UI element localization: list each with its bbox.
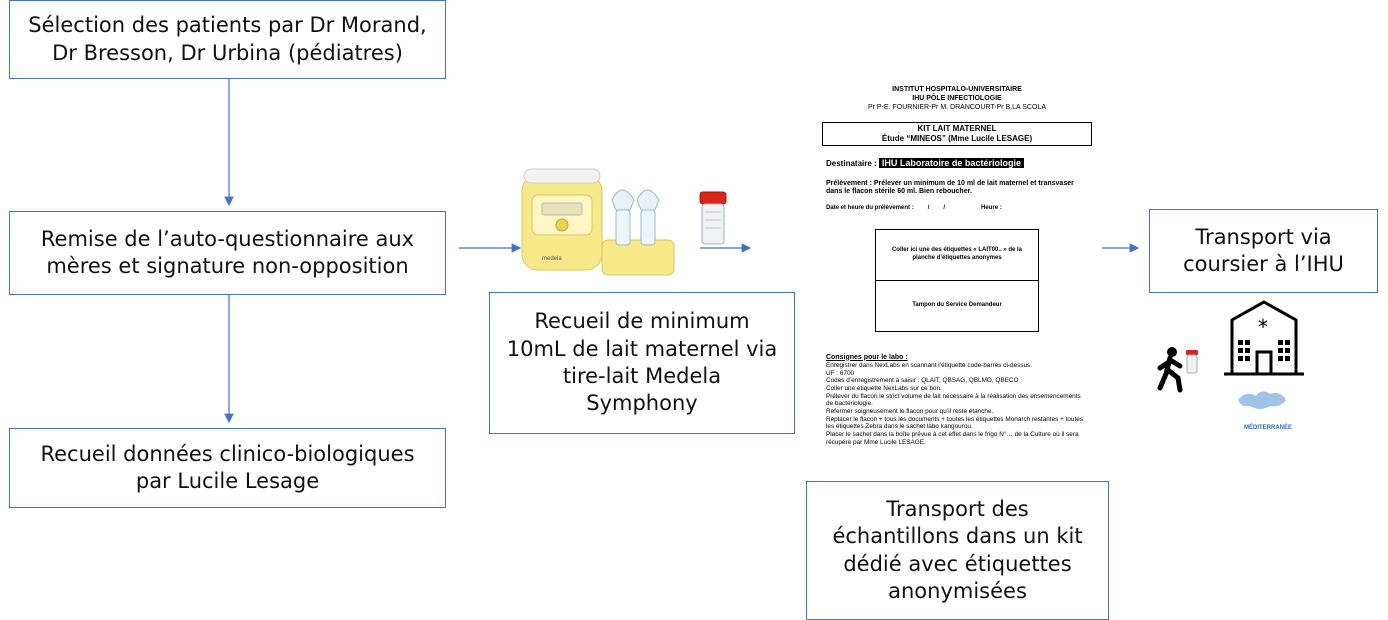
doc-stamp-cell: Tampon du Service Demandeur: [912, 301, 1002, 308]
doc-institute: INSTITUT HOSPITALO-UNIVERSITAIRE: [892, 86, 1022, 93]
doc-destinataire: Destinataire : IHU Laboratoire de bactér…: [826, 158, 1088, 169]
lab-kit-document: INSTITUT HOSPITALO-UNIVERSITAIRE IHU PÔL…: [812, 86, 1102, 456]
doc-consigne-line: Replacer le flacon + tous les documents …: [826, 415, 1084, 431]
svg-text:*: *: [1258, 315, 1268, 339]
box-selection-patients: Sélection des patients par Dr Morand, Dr…: [9, 0, 446, 79]
box-remise-text: Remise de l’auto-questionnaire aux mères…: [40, 226, 415, 278]
doc-date-sep-2: /: [943, 205, 946, 211]
doc-prelevement: Prélèvement : Prélever un minimum de 10 …: [826, 179, 1074, 196]
doc-kit-study: Étude “MINEOS” (Mme Lucile LESAGE): [881, 134, 1033, 144]
walking-person-icon: [1157, 347, 1198, 393]
doc-kit-title-box: KIT LAIT MATERNEL Étude “MINEOS” (Mme Lu…: [822, 122, 1092, 147]
doc-label-cell: Coller ici une des étiquettes « LAIT00..…: [876, 230, 1038, 281]
doc-consigne-line: Placer le sachet dans la boîte prévue à …: [826, 431, 1079, 446]
doc-dest-label: Destinataire :: [826, 159, 877, 169]
hospital-building-icon: *: [1224, 300, 1304, 376]
doc-consignes-title: Consignes pour le labo :: [826, 353, 908, 361]
box-recueil-lait-text: Recueil de minimum 10mL de lait maternel…: [506, 309, 778, 416]
box-transport-ihu: Transport via coursier à l’IHU: [1149, 209, 1378, 293]
ihu-mediterranee-logo: [1238, 391, 1286, 409]
doc-date-label: Date et heure du prélèvement :: [826, 205, 914, 211]
doc-pole: IHU PÔLE INFECTIOLOGIE: [912, 94, 1002, 102]
box-recueil-donnees: Recueil données clinico-biologiques par …: [9, 428, 446, 508]
doc-consigne-line: Refermer soigneusement le flacon pour qu…: [826, 408, 994, 416]
sample-jar-icon: [699, 191, 727, 245]
doc-consignes: Consignes pour le labo : Enregistrer dan…: [826, 354, 1088, 447]
doc-date-line: Date et heure du prélèvement : / / Heure…: [826, 205, 1088, 213]
box-transport-kit-text: Transport des échantillons dans un kit d…: [832, 496, 1083, 603]
box-transport-ihu-text: Transport via coursier à l’IHU: [1183, 224, 1344, 276]
doc-label-table: Coller ici une des étiquettes « LAIT00..…: [875, 228, 1039, 332]
box-selection-text: Sélection des patients par Dr Morand, Dr…: [28, 13, 427, 65]
doc-date-sep-1: /: [927, 205, 930, 211]
box-remise-questionnaire: Remise de l’auto-questionnaire aux mères…: [9, 211, 446, 295]
breast-pump-image: medela: [521, 168, 675, 276]
box-transport-kit: Transport des échantillons dans un kit d…: [806, 481, 1109, 620]
doc-consigne-line: Codes d’enregistrement à saisir : QLAIT,…: [826, 377, 1019, 385]
box-recueil-donnees-text: Recueil données clinico-biologiques par …: [40, 441, 415, 493]
doc-consigne-line: Coller une étiquette NexLabs sur ce bon.: [826, 384, 942, 392]
doc-consigne-line: Prélever du flacon le strict volume de l…: [826, 392, 1081, 408]
pump-brand-label: medela: [542, 256, 562, 262]
doc-header: INSTITUT HOSPITALO-UNIVERSITAIRE IHU PÔL…: [812, 86, 1102, 112]
doc-dest-value: IHU Laboratoire de bactériologie: [878, 158, 1024, 169]
box-recueil-lait: Recueil de minimum 10mL de lait maternel…: [489, 292, 795, 434]
doc-kit-title: KIT LAIT MATERNEL: [917, 124, 997, 134]
doc-consigne-line: UF : 6700: [826, 369, 855, 377]
doc-consigne-line: Enregistrer dans NexLabs en scannant l’é…: [826, 361, 1033, 369]
doc-professors: Pr P-E. FOURNIER-Pr M. DRANCOURT-Pr B.LA…: [867, 103, 1046, 111]
ihu-logo-caption: MÉDITERRANÉE: [1244, 425, 1293, 431]
doc-heure-label: Heure :: [981, 205, 1002, 211]
